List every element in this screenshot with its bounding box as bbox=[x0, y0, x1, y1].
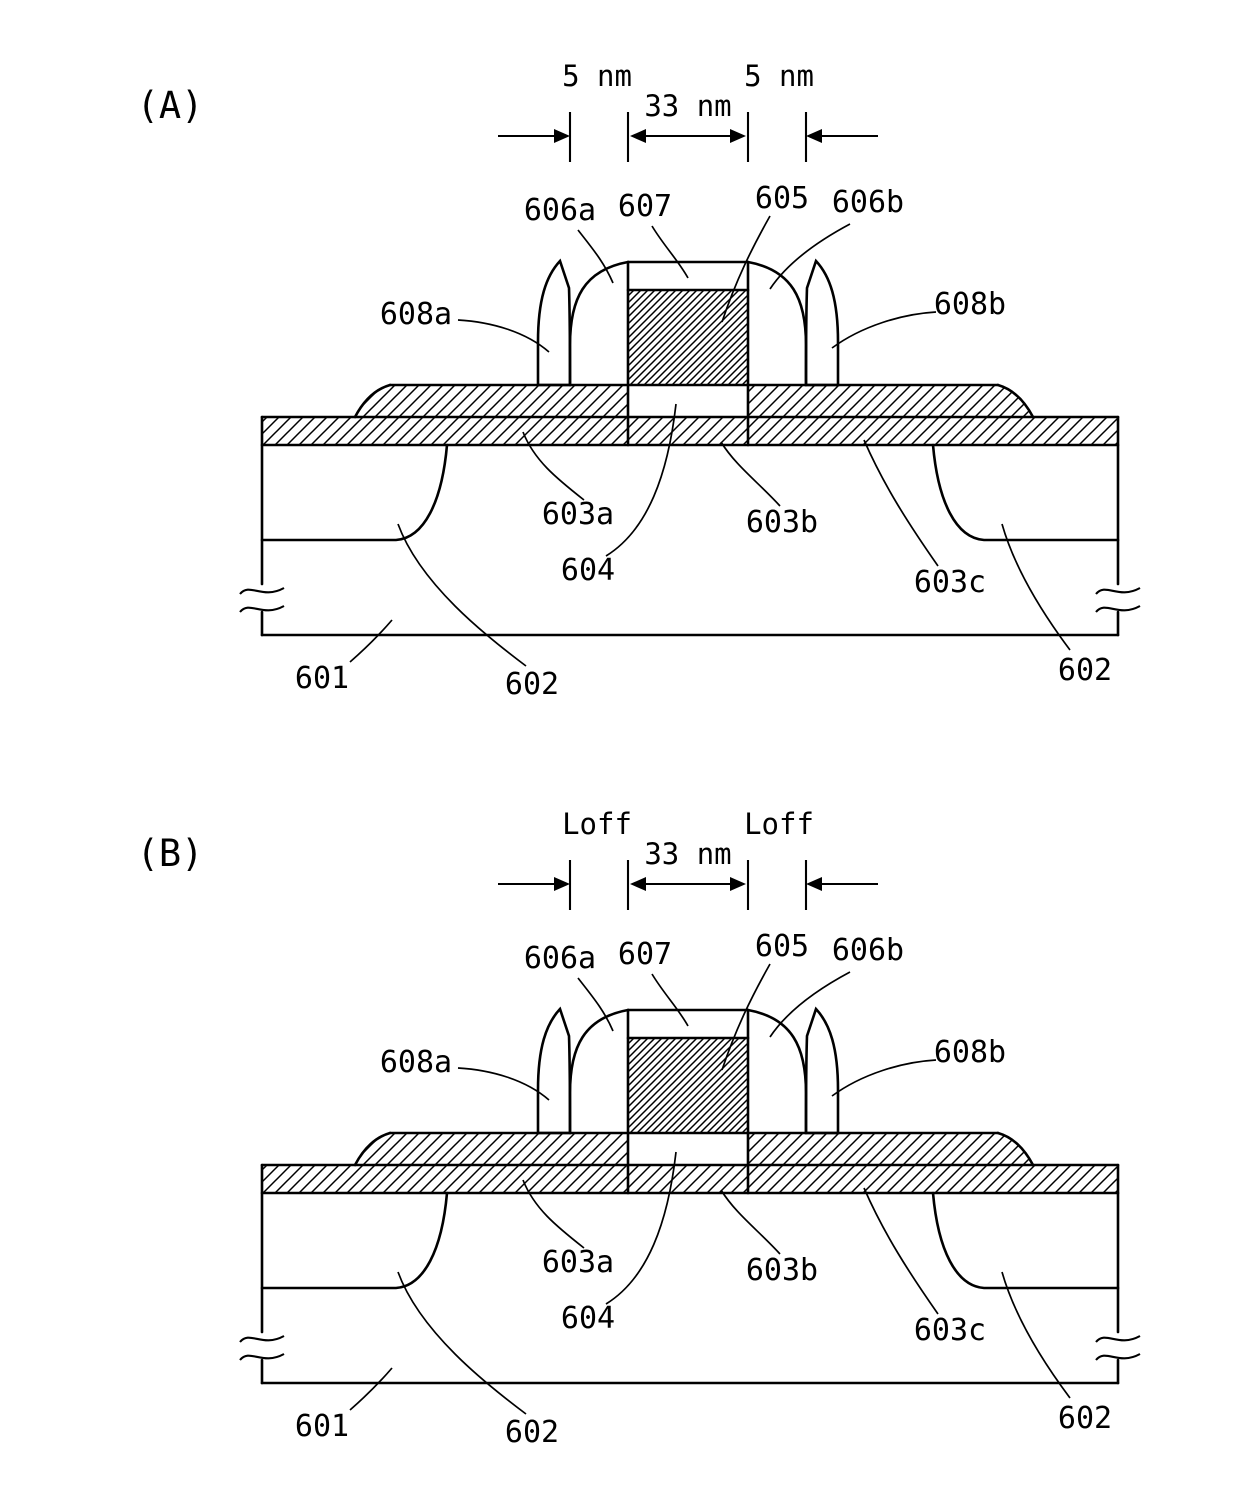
panel-a-label-602-left: 602 bbox=[505, 667, 559, 702]
panel-b-dim-left: Loff bbox=[562, 807, 632, 841]
panel-a-label-603c: 603c bbox=[914, 565, 986, 600]
panel-b-label-605: 605 bbox=[755, 929, 809, 964]
panel-a-dim-center: 33 nm bbox=[644, 89, 731, 123]
panel-b-label-602-right: 602 bbox=[1058, 1401, 1112, 1436]
panel-a-labels: (A) 5 nm 33 nm 5 nm 606a 607 605 606b 60… bbox=[137, 59, 1113, 702]
panel-b-label-603a: 603a bbox=[542, 1245, 614, 1280]
panel-a-dim-right: 5 nm bbox=[744, 59, 814, 93]
panel-b-label-606b: 606b bbox=[832, 933, 904, 968]
panel-a-tag: (A) bbox=[137, 84, 204, 127]
panel-b-label-603c: 603c bbox=[914, 1313, 986, 1348]
panel-a-label-606b: 606b bbox=[832, 185, 904, 220]
panel-b-dim-center: 33 nm bbox=[644, 837, 731, 871]
panel-b-label-607: 607 bbox=[618, 937, 672, 972]
panel-a-label-601: 601 bbox=[295, 661, 349, 696]
panel-a-dim-left: 5 nm bbox=[562, 59, 632, 93]
panel-b-label-602-left: 602 bbox=[505, 1415, 559, 1450]
panel-b-label-608b: 608b bbox=[934, 1035, 1006, 1070]
panel-b-labels: (B) Loff 33 nm Loff 606a 607 605 606b 60… bbox=[137, 807, 1113, 1450]
panel-a-label-603b: 603b bbox=[746, 505, 818, 540]
panel-b-label-601: 601 bbox=[295, 1409, 349, 1444]
panel-b-label-606a: 606a bbox=[524, 941, 596, 976]
panel-a-label-606a: 606a bbox=[524, 193, 596, 228]
panel-a-label-608b: 608b bbox=[934, 287, 1006, 322]
panel-b-label-603b: 603b bbox=[746, 1253, 818, 1288]
panel-b-tag: (B) bbox=[137, 832, 204, 875]
panel-b-label-604: 604 bbox=[561, 1301, 615, 1336]
panel-a-label-608a: 608a bbox=[380, 297, 452, 332]
panel-a-label-605: 605 bbox=[755, 181, 809, 216]
panel-b-dim-right: Loff bbox=[744, 807, 814, 841]
panel-a-label-602-right: 602 bbox=[1058, 653, 1112, 688]
panel-b-label-608a: 608a bbox=[380, 1045, 452, 1080]
panel-a-label-607: 607 bbox=[618, 189, 672, 224]
panel-a-label-603a: 603a bbox=[542, 497, 614, 532]
panel-a-label-604: 604 bbox=[561, 553, 615, 588]
